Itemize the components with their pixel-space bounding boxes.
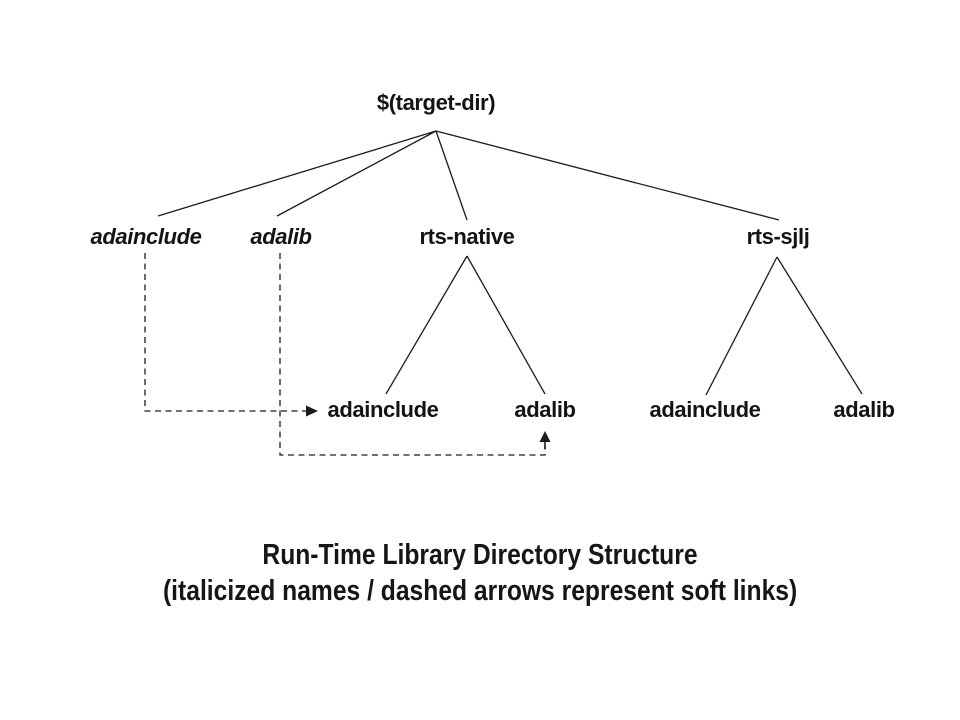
edge-root-to-rts-sjlj [435,130,780,221]
right-arrowhead-icon [306,405,318,417]
edge-root-to-adalib [276,130,437,217]
node-rts-sjlj: rts-sjlj [746,224,810,249]
edge-root-to-rts-native [435,130,468,221]
edge-rts-native-to-adainclude [385,255,468,395]
edge-root-to-adainclude [157,130,437,217]
up-arrowhead-icon [539,431,551,442]
edge-rts-native-to-adalib [466,255,546,395]
node-adalib-softlink: adalib [250,224,312,249]
node-rts-native: rts-native [419,224,515,249]
node-adainclude-softlink: adainclude [90,224,202,249]
node-rts-native-adalib: adalib [514,397,576,422]
node-rts-sjlj-adalib: adalib [833,397,895,422]
caption-subtitle: (italicized names / dashed arrows repres… [0,573,960,609]
node-rts-sjlj-adainclude: adainclude [649,397,761,422]
softlink-adainclude-arrow [144,253,318,417]
edge-rts-sjlj-to-adainclude [705,256,778,396]
node-target-dir: $(target-dir) [376,90,496,115]
caption-title: Run-Time Library Directory Structure [0,537,960,573]
softlink-adalib-arrow [279,253,551,456]
edge-rts-sjlj-to-adalib [776,256,863,395]
node-rts-native-adainclude: adainclude [327,397,439,422]
caption-title-text: Run-Time Library Directory Structure [262,539,698,571]
caption-subtitle-text: (italicized names / dashed arrows repres… [162,575,798,607]
